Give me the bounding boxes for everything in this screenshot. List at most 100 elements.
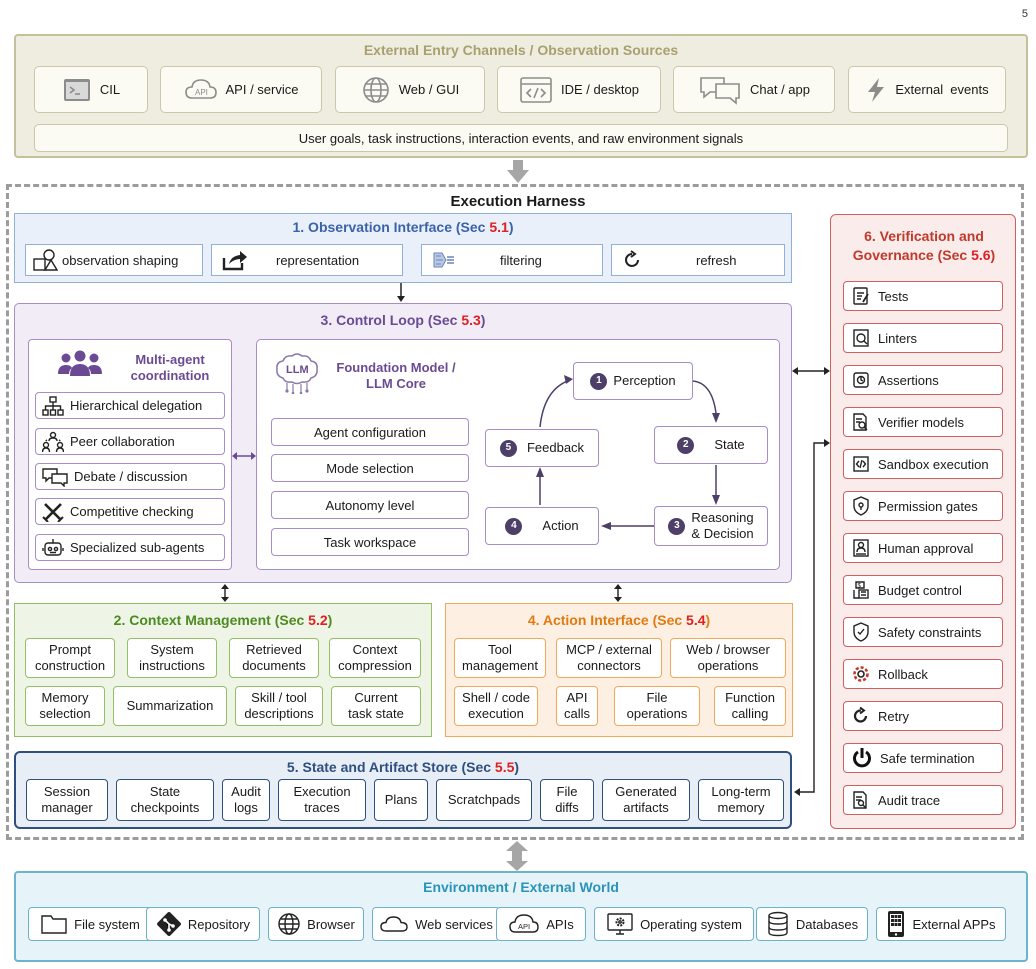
channel-label: API / service — [225, 82, 299, 97]
channel-ide-desktop[interactable]: IDE / desktop — [497, 66, 661, 113]
monitor-gear-icon — [606, 912, 634, 936]
channel-api-service[interactable]: API API / service — [160, 66, 322, 113]
observation-shaping-item[interactable]: observation shaping — [25, 244, 203, 276]
competitive-checking-item[interactable]: Competitive checking — [35, 498, 225, 525]
verification-title: 6. Verification and Governance (Sec 5.6) — [852, 228, 996, 263]
svg-text:API: API — [518, 922, 530, 931]
lightning-icon — [865, 76, 887, 104]
audit-trace-item[interactable]: Audit trace — [843, 785, 1003, 815]
env-web-services[interactable]: Web services — [372, 907, 500, 941]
summarization-item[interactable]: Summarization — [113, 686, 227, 726]
human-approval-item[interactable]: Human approval — [843, 533, 1003, 563]
plans-item[interactable]: Plans — [374, 779, 428, 821]
filtering-item[interactable]: filtering — [421, 244, 603, 276]
specialized-sub-agents-item[interactable]: Specialized sub-agents — [35, 534, 225, 561]
task-workspace-item[interactable]: Task workspace — [271, 528, 469, 556]
channel-label: IDE / desktop — [560, 82, 640, 97]
channel-chat-app[interactable]: Chat / app — [673, 66, 835, 113]
fm-title: Foundation Model / LLM Core — [336, 360, 456, 391]
scratchpads-item[interactable]: Scratchpads — [436, 779, 532, 821]
debate-discussion-item[interactable]: Debate / discussion — [35, 463, 225, 490]
sandbox-execution-item[interactable]: Sandbox execution — [843, 449, 1003, 479]
env-repository[interactable]: Repository — [146, 907, 260, 941]
verifier-models-item[interactable]: Verifier models — [843, 407, 1003, 437]
env-browser[interactable]: Browser — [268, 907, 364, 941]
hierarchical-delegation-item[interactable]: Hierarchical delegation — [35, 392, 225, 419]
channel-external-events[interactable]: External events — [848, 66, 1006, 113]
channel-web-gui[interactable]: Web / GUI — [335, 66, 485, 113]
multi-agent-title: Multi-agent coordination — [130, 352, 210, 383]
git-icon — [156, 911, 182, 937]
retry-icon — [852, 706, 870, 726]
test-clipboard-icon — [852, 286, 870, 306]
human-approval-icon — [852, 538, 870, 558]
safety-constraints-item[interactable]: Safety constraints — [843, 617, 1003, 647]
autonomy-level-item[interactable]: Autonomy level — [271, 491, 469, 519]
representation-item[interactable]: representation — [211, 244, 403, 276]
permission-gates-item[interactable]: Permission gates — [843, 491, 1003, 521]
peer-collaboration-item[interactable]: Peer collaboration — [35, 428, 225, 455]
hierarchy-icon — [42, 395, 64, 416]
llm-brain-icon: LLM — [273, 352, 321, 394]
budget-calculator-icon: $ — [852, 580, 870, 600]
rollback-item[interactable]: Rollback — [843, 659, 1003, 689]
channel-cli[interactable]: CIL — [34, 66, 148, 113]
env-file-system[interactable]: File system — [28, 907, 152, 941]
page-number: 5 — [1021, 8, 1028, 20]
svg-text:LLM: LLM — [286, 364, 309, 376]
env-operating-system[interactable]: Operating system — [594, 907, 754, 941]
loop-reasoning-decision[interactable]: 3 Reasoning& Decision — [654, 506, 768, 546]
verification-governance-panel: 6. Verification and Governance (Sec 5.6)… — [830, 214, 1016, 829]
folder-icon — [40, 913, 68, 935]
peer-users-icon — [42, 431, 64, 453]
assertions-item[interactable]: Assertions — [843, 365, 1003, 395]
budget-control-item[interactable]: $Budget control — [843, 575, 1003, 605]
audit-doc-icon — [852, 790, 870, 810]
retry-item[interactable]: Retry — [843, 701, 1003, 731]
tests-item[interactable]: Tests — [843, 281, 1003, 311]
agent-configuration-item[interactable]: Agent configuration — [271, 418, 469, 446]
env-databases[interactable]: Databases — [756, 907, 868, 941]
env-external-apps[interactable]: External APPs — [876, 907, 1006, 941]
robot-icon — [42, 537, 64, 559]
entry-channels-panel: External Entry Channels / Observation So… — [14, 34, 1028, 158]
share-arrow-icon — [222, 249, 248, 271]
phone-apps-icon — [886, 910, 906, 938]
api-cloud-icon: API — [508, 912, 540, 936]
linters-item[interactable]: Linters — [843, 323, 1003, 353]
safe-termination-item[interactable]: Safe termination — [843, 743, 1003, 773]
context-title: 2. Context Management (Sec 5.2) — [113, 612, 333, 628]
refresh-item[interactable]: refresh — [611, 244, 785, 276]
channel-label: CIL — [99, 82, 121, 97]
chat-bubbles-icon — [698, 75, 742, 105]
mode-selection-item[interactable]: Mode selection — [271, 454, 469, 482]
terminal-icon — [62, 76, 92, 104]
